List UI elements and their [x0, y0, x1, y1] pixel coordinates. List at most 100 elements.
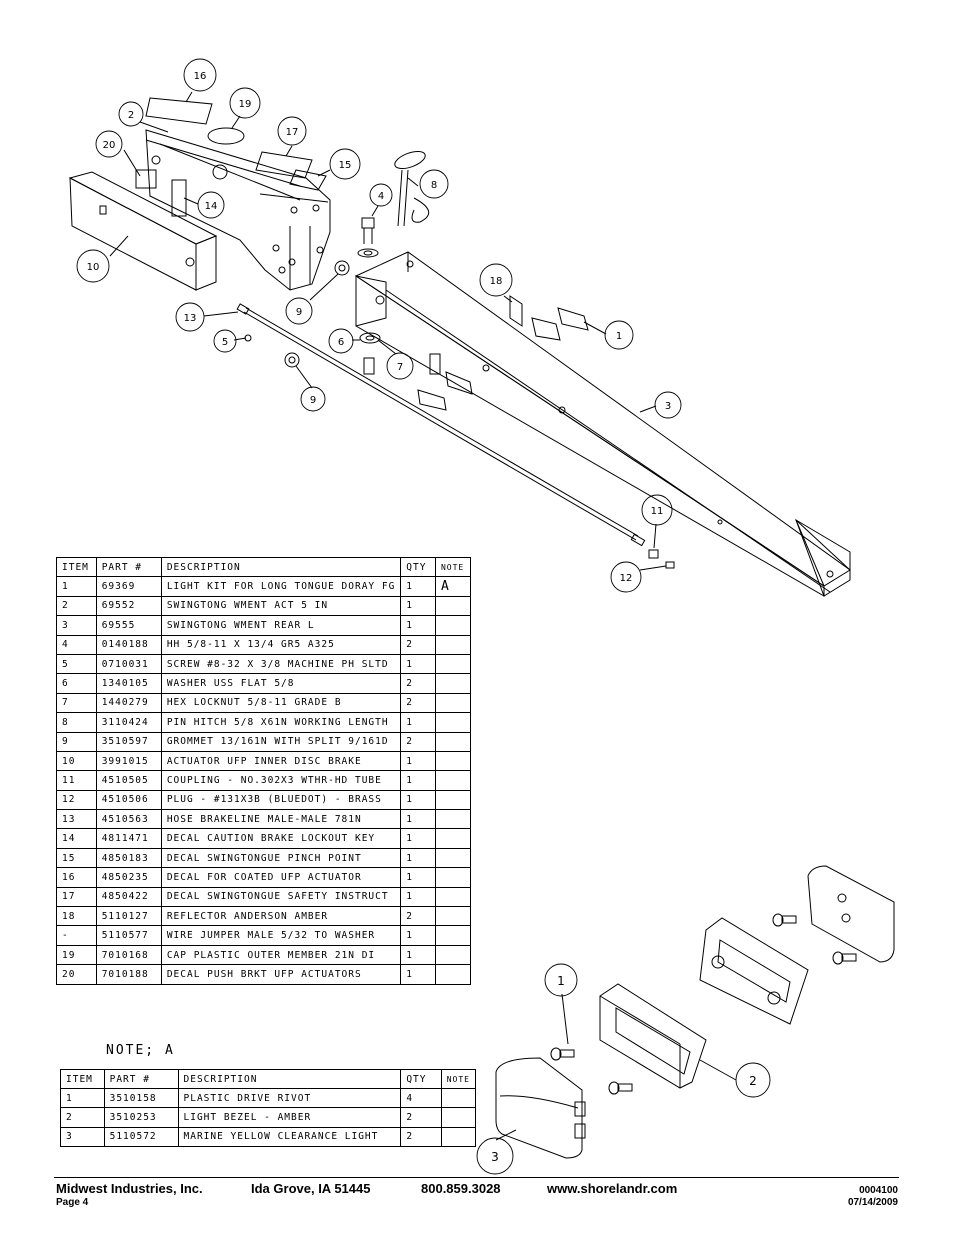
footer-date: 07/14/2009 — [847, 1197, 898, 1208]
callout-16: 16 — [194, 71, 207, 82]
description-cell: MARINE YELLOW CLEARANCE LIGHT — [177, 1126, 402, 1147]
light-lens-back — [807, 865, 895, 963]
note-cell — [440, 1107, 477, 1128]
part-number-cell: 3510158 — [103, 1088, 179, 1109]
plug-12 — [665, 561, 675, 569]
qty-cell: 1 — [400, 886, 436, 908]
note-cell — [434, 886, 472, 908]
part-number-cell: 7010188 — [95, 964, 162, 985]
description-cell: GROMMET 13/161N WITH SPLIT 9/161D — [160, 731, 402, 752]
description-cell: SWINGTONG WMENT ACT 5 IN — [160, 595, 402, 617]
item-cell: 3 — [56, 615, 97, 636]
item-cell: 7 — [56, 692, 97, 714]
decal-20 — [135, 169, 157, 189]
footer-rule — [54, 1177, 899, 1178]
qty-cell: 2 — [400, 1126, 442, 1147]
item-cell: 8 — [56, 712, 97, 733]
note-table-header: ITEM PART # DESCRIPTION QTY NOTE — [60, 1068, 477, 1090]
footer-website: www.shorelandr.com — [547, 1181, 678, 1196]
part-number-cell: 69555 — [95, 615, 162, 636]
hitch-pin-8 — [394, 150, 430, 227]
callout-17: 17 — [286, 127, 299, 138]
qty-cell: 2 — [400, 692, 436, 714]
item-cell: 2 — [56, 595, 97, 617]
detail-callout-2: 2 — [749, 1074, 757, 1088]
description-cell: REFLECTOR ANDERSON AMBER — [160, 906, 402, 927]
part-number-cell: 3991015 — [95, 750, 162, 772]
brake-hose-13 — [236, 303, 646, 547]
qty-cell: 4 — [400, 1088, 442, 1109]
qty-cell: 1 — [400, 925, 436, 946]
decal-16 — [145, 97, 213, 125]
note-cell — [434, 789, 472, 811]
part-number-cell: 3510597 — [95, 731, 162, 752]
qty-cell: 1 — [400, 712, 436, 733]
item-cell: 10 — [56, 750, 97, 772]
note-cell: A — [434, 576, 472, 597]
callout-1: 1 — [616, 331, 622, 342]
callout-8: 8 — [431, 180, 437, 191]
item-cell: 19 — [56, 944, 97, 966]
footer-page: Page 4 — [56, 1197, 89, 1208]
clearance-light-3 — [495, 1057, 586, 1159]
rivet-1 — [550, 1047, 575, 1061]
part-number-cell: 1340105 — [95, 673, 162, 694]
callout-11: 11 — [651, 506, 664, 517]
decal-14 — [171, 179, 187, 217]
callout-20: 20 — [103, 140, 116, 151]
note-cell — [434, 867, 472, 888]
header-qty: QTY — [400, 556, 436, 578]
part-number-cell: 4510505 — [95, 770, 162, 791]
callout-2: 2 — [128, 110, 134, 121]
light-kit-small — [417, 307, 589, 411]
note-cell — [434, 653, 472, 675]
item-cell: - — [56, 925, 97, 946]
note-cell — [434, 925, 472, 946]
light-bezel-2 — [599, 983, 707, 1089]
callout-12: 12 — [620, 573, 633, 584]
item-cell: 1 — [60, 1088, 105, 1109]
part-number-cell: 0140188 — [95, 634, 162, 655]
note-cell — [434, 595, 472, 617]
item-cell: 5 — [56, 653, 97, 675]
description-cell: PLASTIC DRIVE RIVOT — [177, 1088, 402, 1109]
part-number-cell: 0710031 — [95, 653, 162, 675]
qty-cell: 2 — [400, 731, 436, 752]
washer-6 — [359, 332, 381, 375]
part-number-cell: 4850183 — [95, 847, 162, 869]
callout-circles — [76, 58, 771, 1175]
description-cell: DECAL SWINGTONGUE SAFETY INSTRUCT — [160, 886, 402, 908]
actuator-weldment-2 — [145, 129, 331, 291]
callout-5: 5 — [222, 337, 228, 348]
note-cell — [440, 1126, 477, 1147]
part-number-cell: 4850422 — [95, 886, 162, 908]
part-number-cell: 7010168 — [95, 944, 162, 966]
part-number-cell: 4510506 — [95, 789, 162, 811]
item-cell: 2 — [60, 1107, 105, 1128]
part-number-cell: 69369 — [95, 576, 162, 597]
description-cell: HEX LOCKNUT 5/8-11 GRADE B — [160, 692, 402, 714]
part-number-cell: 4850235 — [95, 867, 162, 888]
reflector-18 — [509, 295, 523, 327]
qty-cell: 1 — [400, 770, 436, 791]
callout-7: 7 — [397, 362, 403, 373]
header-description: DESCRIPTION — [160, 556, 402, 578]
description-cell: SWINGTONG WMENT REAR L — [160, 615, 402, 636]
callout-10: 10 — [87, 262, 100, 273]
description-cell: PLUG - #131X3B (BLUEDOT) - BRASS — [160, 789, 402, 811]
qty-cell: 1 — [400, 750, 436, 772]
qty-cell: 1 — [400, 789, 436, 811]
item-cell: 14 — [56, 828, 97, 849]
description-cell: DECAL SWINGTONGUE PINCH POINT — [160, 847, 402, 869]
note-cell — [434, 770, 472, 791]
description-cell: CAP PLASTIC OUTER MEMBER 21N DI — [160, 944, 402, 966]
